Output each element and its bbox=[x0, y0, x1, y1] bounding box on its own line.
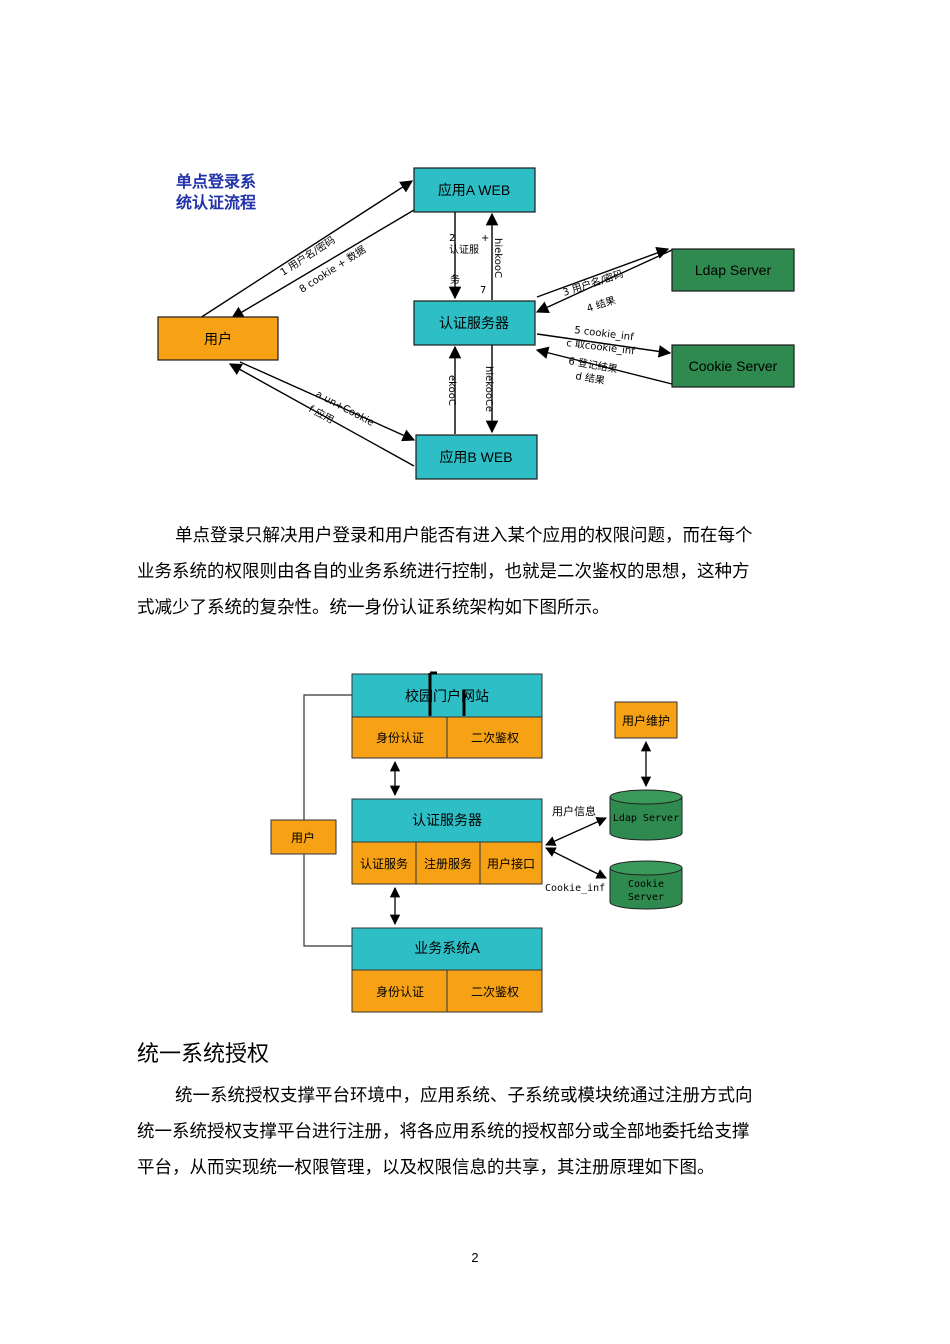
diagram1-title-line2: 统认证流程 bbox=[176, 193, 256, 212]
portal-title: 校园门户网站 bbox=[405, 688, 489, 705]
label-cookie-inf: Cookie_inf bbox=[545, 883, 605, 894]
arrow-interface-ldap bbox=[545, 817, 607, 846]
label-vertical-cookie-3: hiekooCe bbox=[483, 366, 494, 412]
diagram1-title-line1: 单点登录系 bbox=[176, 172, 256, 191]
portal-sub-identity-label: 身份认证 bbox=[376, 730, 424, 745]
sso-flow-diagram: 单点登录系 统认证流程 应用A WEB 认证服务器 用户 应用B WEB Lda… bbox=[157, 167, 795, 480]
para1-line1: 单点登录只解决用户登录和用户能否有进入某个应用的权限问题，而在每个 bbox=[175, 526, 753, 546]
line-user-biz bbox=[303, 854, 352, 947]
arrow-interface-cookie bbox=[545, 847, 607, 879]
portal-sub-auth-label: 二次鉴权 bbox=[471, 731, 519, 745]
line-user-portal bbox=[303, 694, 352, 820]
biz-system-title: 业务系统A bbox=[414, 941, 480, 957]
node-app-a bbox=[413, 167, 536, 213]
portal-glyph-stroke bbox=[428, 671, 466, 716]
node-app-a-label: 应用A WEB bbox=[438, 182, 510, 198]
node-ldap-label: Ldap Server bbox=[695, 262, 772, 278]
user-maintenance-label: 用户维护 bbox=[622, 713, 670, 728]
node-auth-server bbox=[413, 300, 536, 346]
label-step-6: 6 登记结果 bbox=[567, 354, 618, 375]
auth-server-title: 认证服务器 bbox=[412, 813, 482, 829]
intro-paragraph: 单点登录只解决用户登录和用户能否有进入某个应用的权限问题，而在每个 业务系统的权… bbox=[137, 518, 813, 626]
para1-line3: 式减少了系统的复杂性。统一身份认证系统架构如下图所示。 bbox=[137, 598, 610, 618]
label-step-3: 3 用户名/密码 bbox=[561, 267, 625, 299]
auth-sub-service bbox=[351, 841, 417, 885]
portal-sub-identity bbox=[351, 716, 448, 759]
node-user bbox=[157, 316, 279, 361]
biz-sub-auth bbox=[446, 969, 543, 1013]
cookie-label-line2: Server bbox=[628, 892, 664, 903]
auth-sub-interface bbox=[479, 841, 543, 885]
auth-sub-interface-label: 用户接口 bbox=[487, 856, 535, 871]
user-label: 用户 bbox=[291, 830, 315, 845]
para2-line3: 平台，从而实现统一权限管理，以及权限信息的共享，其注册原理如下图。 bbox=[137, 1158, 715, 1178]
user-maintenance-box bbox=[614, 701, 678, 739]
ldap-label: Ldap Server bbox=[613, 813, 679, 824]
node-auth-label: 认证服务器 bbox=[439, 315, 509, 331]
portal-header bbox=[351, 673, 543, 718]
label-plus: + bbox=[481, 233, 489, 244]
label-step-7: 7 bbox=[480, 285, 486, 296]
auth-server-header bbox=[351, 798, 543, 843]
ldap-cylinder bbox=[609, 789, 683, 841]
auth-sub-register-label: 注册服务 bbox=[424, 856, 472, 871]
node-app-b bbox=[415, 434, 538, 480]
auth-sub-service-label: 认证服务 bbox=[360, 856, 408, 871]
user-box bbox=[270, 819, 337, 855]
biz-system-header bbox=[351, 927, 543, 971]
node-cookie-label: Cookie Server bbox=[689, 358, 778, 374]
label-vertical-cookie-2: ekooC bbox=[446, 375, 457, 406]
label-step-2-text: 认证服 bbox=[449, 243, 479, 256]
arrow-appb-to-user bbox=[228, 363, 415, 467]
biz-sub-identity bbox=[351, 969, 448, 1013]
arrow-appa-to-user bbox=[230, 209, 415, 319]
node-app-b-label: 应用B WEB bbox=[439, 449, 512, 465]
cookie-label-line1: Cookie bbox=[628, 879, 664, 890]
authorization-paragraph: 统一系统授权支撑平台环境中，应用系统、子系统或模块统通过注册方式向 统一系统授权… bbox=[137, 1078, 813, 1186]
arrow-user-to-appb bbox=[239, 361, 416, 442]
node-ldap-server bbox=[671, 248, 795, 292]
section-heading: 统一系统授权 bbox=[137, 1042, 270, 1067]
page-number: 2 bbox=[471, 1250, 479, 1265]
auth-sub-register bbox=[415, 841, 481, 885]
arrow-user-to-appa bbox=[199, 180, 414, 319]
arrow-ldap-to-auth bbox=[535, 249, 673, 313]
arrow-auth-to-ldap bbox=[536, 246, 670, 298]
label-user-info: 用户信息 bbox=[552, 804, 596, 818]
portal-sub-auth bbox=[446, 716, 543, 759]
arrow-cookie-to-auth bbox=[535, 346, 673, 385]
cookie-cylinder bbox=[609, 860, 683, 910]
label-service-char: 务 bbox=[450, 273, 460, 286]
label-vertical-cookie-1: hiekooC bbox=[492, 238, 503, 278]
node-user-label: 用户 bbox=[204, 331, 232, 347]
label-step-4: 4 结果 bbox=[585, 293, 617, 314]
label-step-2: 2 bbox=[449, 233, 455, 244]
arrow-auth-to-cookie bbox=[536, 333, 672, 358]
para1-line2: 业务系统的权限则由各自的业务系统进行控制，也就是二次鉴权的思想，这种方 bbox=[137, 562, 750, 582]
para2-line1: 统一系统授权支撑平台环境中，应用系统、子系统或模块统通过注册方式向 bbox=[175, 1086, 753, 1106]
biz-sub-auth-label: 二次鉴权 bbox=[471, 985, 519, 999]
node-cookie-server bbox=[671, 344, 795, 388]
biz-sub-identity-label: 身份认证 bbox=[376, 984, 424, 999]
para2-line2: 统一系统授权支撑平台进行注册，将各应用系统的授权部分或全部地委托给支撑 bbox=[137, 1122, 750, 1142]
